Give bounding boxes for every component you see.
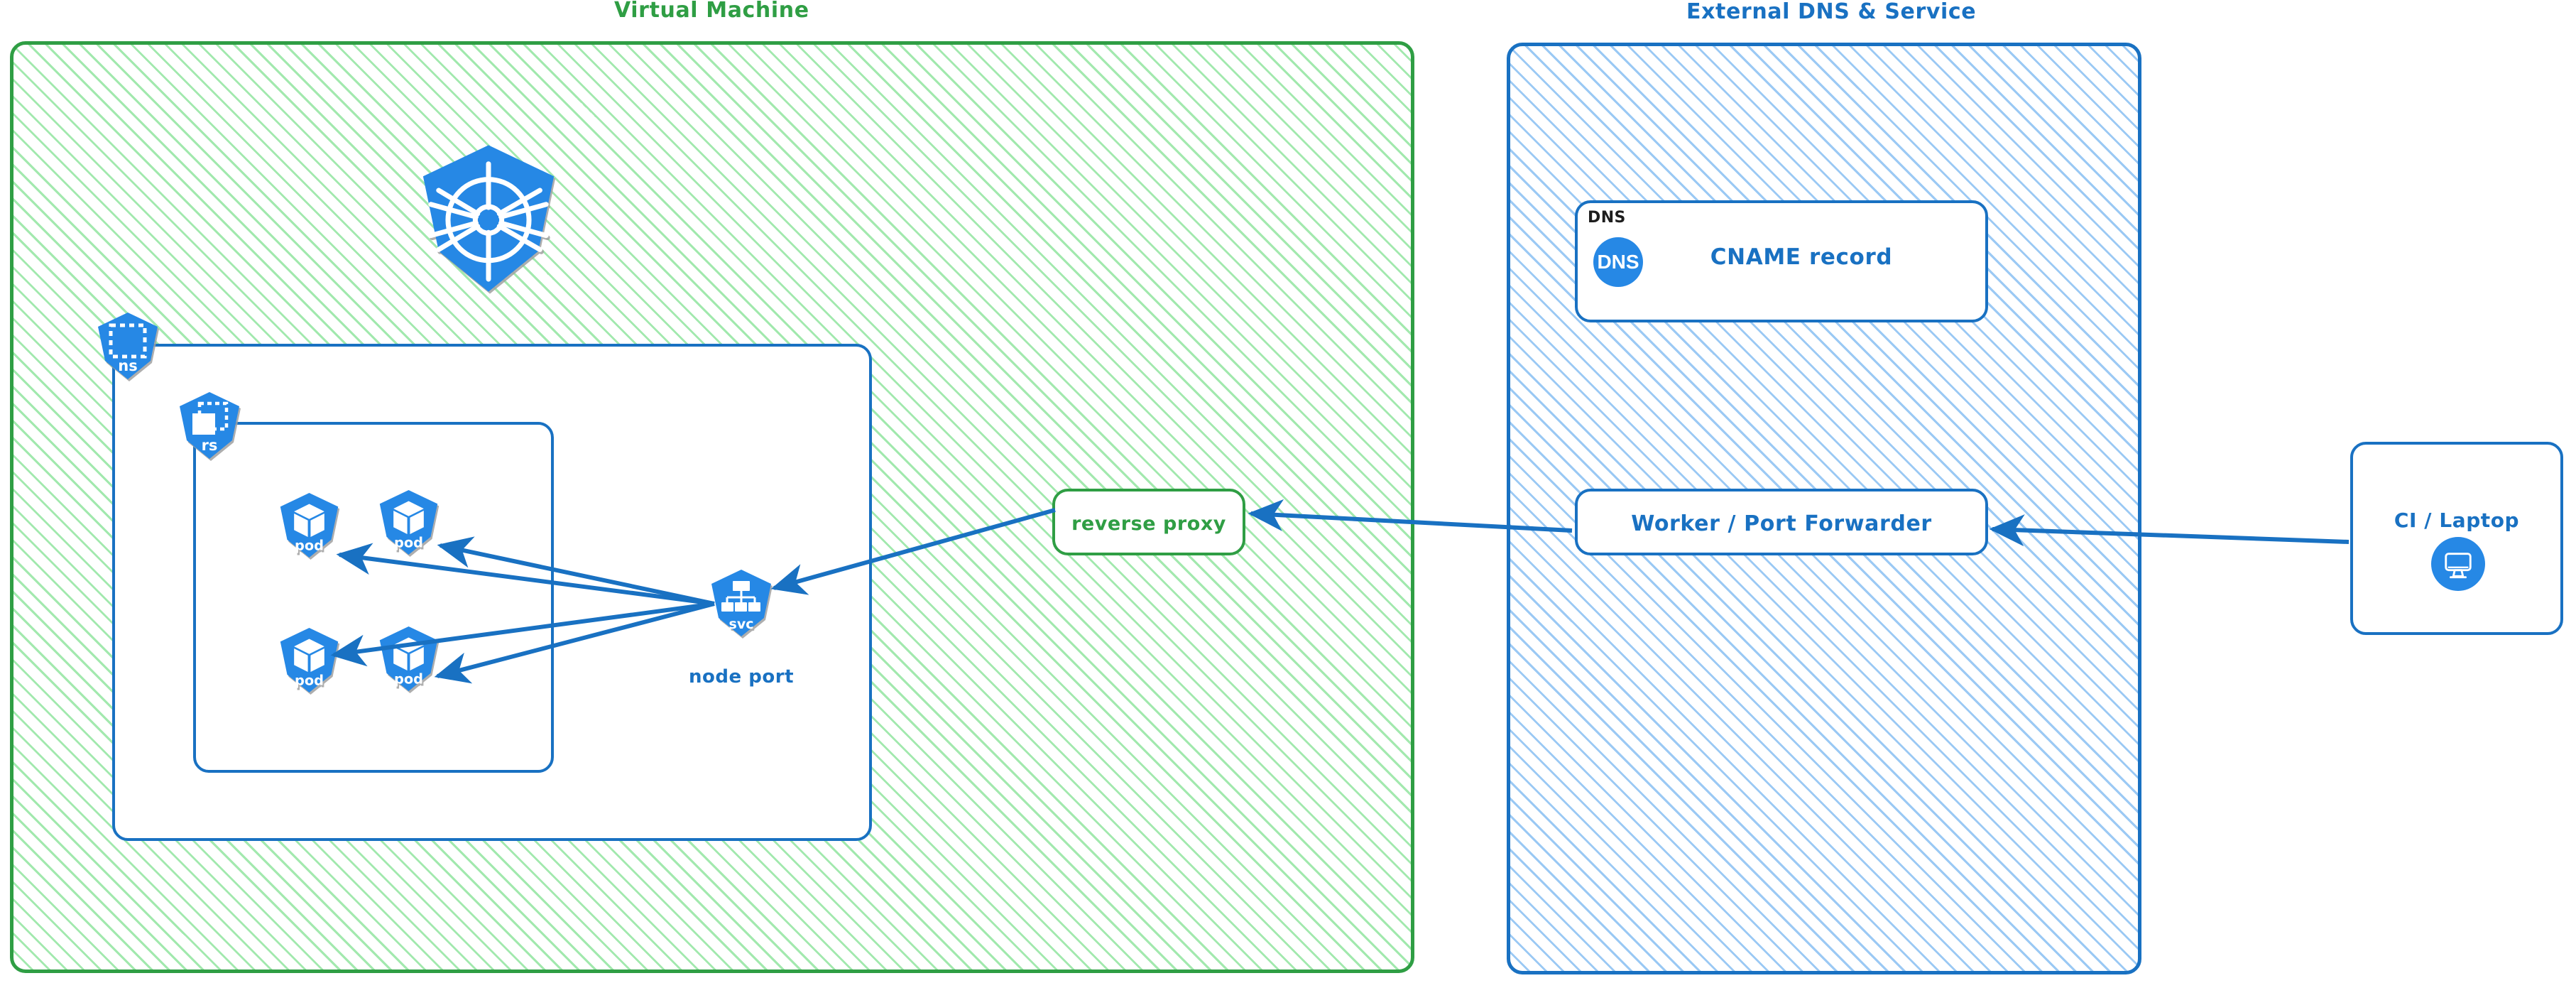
worker-port-forwarder-card[interactable]: Worker / Port Forwarder bbox=[1575, 489, 1988, 555]
ci-laptop-card[interactable]: CI / Laptop bbox=[2350, 442, 2563, 635]
external-group-title: External DNS & Service bbox=[1686, 0, 1977, 24]
kubernetes-replicaset-icon: rs bbox=[174, 391, 245, 460]
kubernetes-pod-icon-2: pod bbox=[374, 489, 443, 556]
kubernetes-pod-icon-3: pod bbox=[275, 626, 344, 694]
dns-corner-tag: DNS bbox=[1588, 209, 1626, 227]
worker-port-forwarder-label: Worker / Port Forwarder bbox=[1631, 511, 1932, 536]
svg-text:pod: pod bbox=[394, 670, 423, 687]
desktop-monitor-icon bbox=[2431, 537, 2485, 591]
svg-text:ns: ns bbox=[118, 357, 137, 374]
node-port-label: node port bbox=[688, 666, 795, 688]
cname-record-label: CNAME record bbox=[1710, 244, 1893, 270]
kubernetes-service-icon: svc bbox=[706, 568, 777, 638]
kubernetes-pod-icon-1: pod bbox=[275, 492, 344, 559]
dns-card[interactable]: DNS DNS CNAME record bbox=[1575, 200, 1988, 322]
svg-text:svc: svc bbox=[729, 617, 754, 632]
kubernetes-pod-icon-4: pod bbox=[374, 625, 443, 693]
vm-group-title: Virtual Machine bbox=[614, 0, 809, 23]
ci-laptop-label: CI / Laptop bbox=[2394, 509, 2520, 532]
kubernetes-namespace-icon: ns bbox=[92, 311, 163, 381]
replicaset-box bbox=[193, 422, 554, 773]
svg-text:pod: pod bbox=[394, 534, 423, 550]
dns-badge-icon: DNS bbox=[1593, 237, 1643, 287]
reverse-proxy-label: reverse proxy bbox=[1071, 513, 1226, 535]
reverse-proxy-box[interactable]: reverse proxy bbox=[1052, 489, 1245, 555]
svg-text:pod: pod bbox=[295, 672, 324, 688]
svg-text:rs: rs bbox=[202, 437, 218, 454]
kubernetes-logo-icon bbox=[410, 142, 567, 295]
dns-badge-text: DNS bbox=[1597, 251, 1639, 273]
svg-text:pod: pod bbox=[295, 537, 324, 553]
